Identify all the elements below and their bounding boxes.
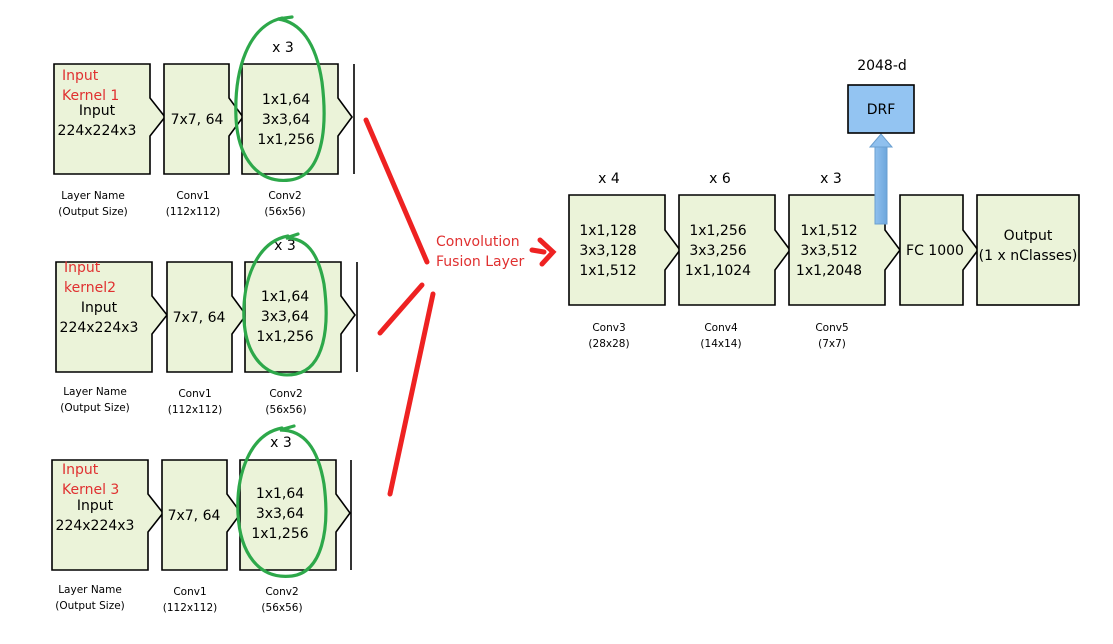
input-kernel-label-2-line1: Input — [64, 260, 101, 276]
caption-conv1-2-line2: (112x112) — [168, 404, 223, 416]
caption-conv1-1-line2: (112x112) — [166, 206, 221, 218]
conv4-caption-line2: (14x14) — [700, 338, 741, 350]
caption-conv2-2-line2: (56x56) — [265, 404, 306, 416]
input-block-2-line1: Input — [81, 300, 118, 316]
fusion-label-line1: Convolution — [436, 234, 520, 250]
conv3-line1: 1x1,128 — [579, 223, 636, 239]
input-kernel-label-3-line1: Input — [62, 462, 99, 478]
caption-conv2-3-line1: Conv2 — [265, 586, 298, 598]
conv3-line3: 1x1,512 — [579, 263, 636, 279]
conv5-repeat: x 3 — [820, 171, 842, 187]
conv1-block-3-text: 7x7, 64 — [168, 508, 221, 524]
conv3-caption-line2: (28x28) — [588, 338, 629, 350]
caption-input-2-line1: Layer Name — [63, 386, 127, 398]
conv3-repeat: x 4 — [598, 171, 620, 187]
caption-conv2-3-line2: (56x56) — [261, 602, 302, 614]
output-block — [976, 194, 1080, 306]
conv2-block-2 — [244, 261, 356, 373]
conv4-caption-line1: Conv4 — [704, 322, 738, 334]
caption-input-3-line1: Layer Name — [58, 584, 122, 596]
conv1-block-1-text: 7x7, 64 — [171, 112, 224, 128]
caption-conv1-1-line1: Conv1 — [176, 190, 209, 202]
conv3-caption-line1: Conv3 — [592, 322, 625, 334]
conv2-block-2-line3: 1x1,256 — [256, 329, 313, 345]
conv2-block-3-line3: 1x1,256 — [251, 526, 308, 542]
conv5-line1: 1x1,512 — [800, 223, 857, 239]
caption-input-1-line2: (Output Size) — [58, 206, 128, 218]
fusion-line-top — [363, 117, 430, 265]
input-block-1-line2: 224x224x3 — [58, 123, 137, 139]
conv2-block-1-line1: 1x1,64 — [262, 92, 310, 108]
conv2-block-3-line1: 1x1,64 — [256, 486, 304, 502]
fusion-connectors — [363, 117, 557, 497]
input-kernel-label-3-line2: Kernel 3 — [62, 482, 119, 498]
branch-3: Input 224x224x3 Input Kernel 3 7x7, 64 1… — [51, 424, 352, 614]
output-line1: Output — [1004, 228, 1053, 244]
conv4-block — [678, 194, 791, 306]
caption-conv1-3-line1: Conv1 — [173, 586, 206, 598]
conv5-line3: 1x1,2048 — [796, 263, 862, 279]
conv2-block-2-line1: 1x1,64 — [261, 289, 309, 305]
green-circle-3 — [236, 424, 328, 578]
fc-block — [899, 194, 979, 306]
fusion-arrow-head — [537, 237, 557, 267]
fusion-line-bottom — [387, 291, 436, 497]
conv4-line1: 1x1,256 — [689, 223, 746, 239]
conv1-block-2-text: 7x7, 64 — [173, 310, 226, 326]
input-kernel-label-2-line2: kernel2 — [64, 280, 116, 296]
input-block-1 — [53, 63, 167, 175]
input-kernel-label-1-line2: Kernel 1 — [62, 88, 119, 104]
input-block-2 — [55, 261, 169, 373]
conv4-repeat: x 6 — [709, 171, 731, 187]
caption-conv2-1-line1: Conv2 — [268, 190, 301, 202]
conv3-line2: 3x3,128 — [579, 243, 636, 259]
fusion-label-line2: Fusion Layer — [436, 254, 525, 270]
input-block-2-line2: 224x224x3 — [60, 320, 139, 336]
conv1-block-3 — [161, 459, 242, 571]
caption-conv2-1-line2: (56x56) — [264, 206, 305, 218]
caption-input-3-line2: (Output Size) — [55, 600, 125, 612]
conv2-block-2-line2: 3x3,64 — [261, 309, 309, 325]
input-block-3 — [51, 459, 165, 571]
repeat-label-2: x 3 — [274, 238, 296, 254]
output-line2: (1 x nClasses) — [979, 248, 1078, 264]
conv4-line2: 3x3,256 — [689, 243, 746, 259]
green-circle-1 — [234, 15, 326, 182]
conv2-block-3-line2: 3x3,64 — [256, 506, 304, 522]
caption-input-1-line1: Layer Name — [61, 190, 125, 202]
branch-1: Input 224x224x3 Input Kernel 1 7x7, 64 1… — [53, 15, 355, 218]
branch-2: Input 224x224x3 Input kernel2 7x7, 64 1x… — [55, 232, 358, 416]
conv2-block-1-line3: 1x1,256 — [257, 132, 314, 148]
drf-arrow-head — [868, 133, 894, 148]
conv4-line3: 1x1,1024 — [685, 263, 751, 279]
input-block-3-line1: Input — [77, 498, 114, 514]
fc-label: FC 1000 — [906, 243, 964, 259]
input-kernel-label-1-line1: Input — [62, 68, 99, 84]
conv5-caption-line1: Conv5 — [815, 322, 848, 334]
repeat-label-1: x 3 — [272, 40, 294, 56]
conv5-line2: 3x3,512 — [800, 243, 857, 259]
caption-conv2-2-line1: Conv2 — [269, 388, 302, 400]
drf-label: DRF — [867, 102, 896, 118]
fusion-arrow-shaft — [529, 247, 547, 255]
caption-conv1-2-line1: Conv1 — [178, 388, 211, 400]
drf-block — [847, 84, 915, 134]
conv2-block-1-line2: 3x3,64 — [262, 112, 310, 128]
conv3-block — [568, 194, 681, 306]
conv1-block-2 — [166, 261, 247, 373]
green-circle-2 — [242, 232, 328, 377]
drf-arrow — [874, 146, 888, 225]
conv5-caption-line2: (7x7) — [818, 338, 846, 350]
fusion-line-middle — [377, 282, 425, 336]
repeat-label-3: x 3 — [270, 435, 292, 451]
caption-input-2-line2: (Output Size) — [60, 402, 130, 414]
input-block-3-line2: 224x224x3 — [56, 518, 135, 534]
main-trunk: 1x1,128 3x3,128 1x1,512 x 4 Conv3 (28x28… — [568, 58, 1080, 350]
caption-conv1-3-line2: (112x112) — [163, 602, 218, 614]
input-block-1-line1: Input — [79, 103, 116, 119]
drf-dimension: 2048-d — [857, 58, 907, 74]
